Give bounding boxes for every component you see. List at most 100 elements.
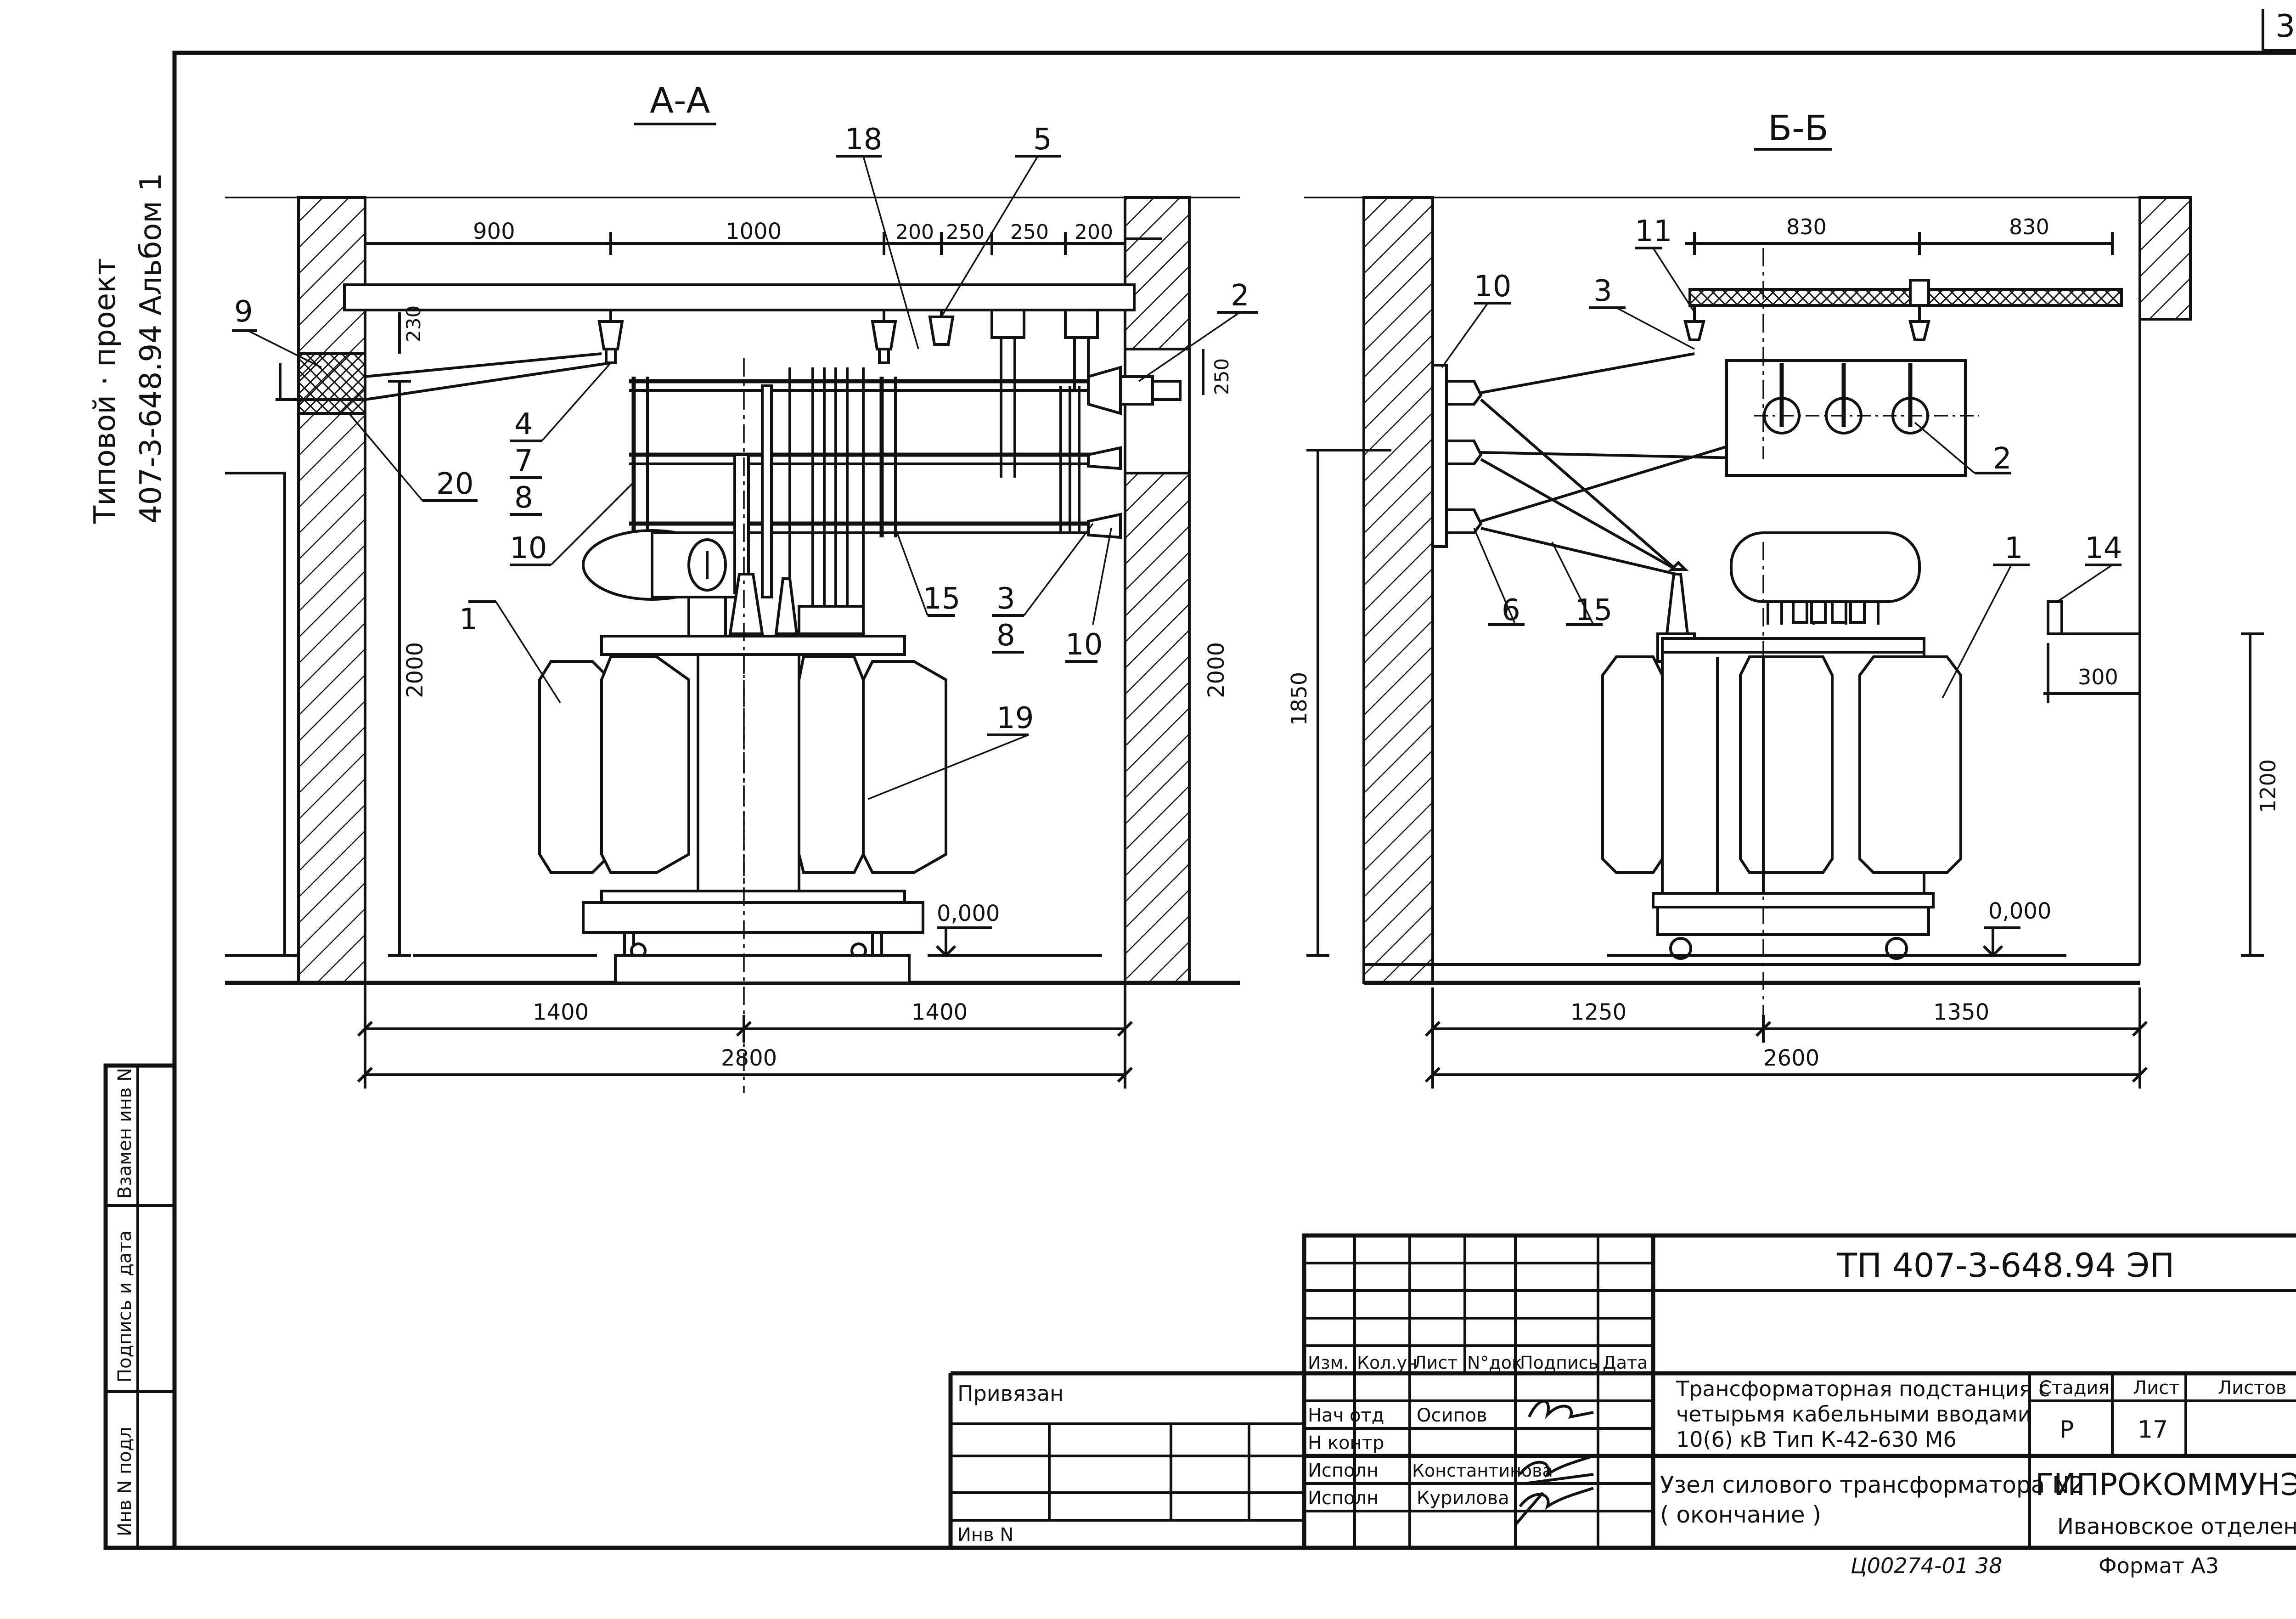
dim-top-900: 900 <box>473 219 515 244</box>
org-sub: Ивановское отделение <box>2057 1514 2296 1540</box>
name-1: Осипов <box>1417 1405 1487 1426</box>
right-wall-b <box>2138 196 2192 321</box>
side-stamp <box>103 1063 177 1550</box>
callout-2: 2 <box>1231 279 1249 313</box>
switch-units <box>1754 363 1979 434</box>
dim-top-1000: 1000 <box>726 219 782 244</box>
callout-b-11: 11 <box>1635 214 1672 248</box>
project-side-note: Типовой · проект 407-3-648.94 Альбом 1 <box>88 173 168 524</box>
dim-230: 230 <box>402 305 425 342</box>
org-name: ГИПРОКОММУНЭНЕРГО <box>2035 1467 2296 1502</box>
dim-top-200a: 200 <box>895 220 934 244</box>
name-4: Курилова <box>1417 1488 1509 1509</box>
stage-value: Р <box>2060 1416 2074 1444</box>
dim-bottom-1250: 1250 <box>1570 999 1626 1025</box>
view-b-b: Б-Б <box>1287 107 2280 1089</box>
callout-b-10: 10 <box>1474 270 1511 304</box>
footer-code: Ц00274-01 38 <box>1851 1553 2002 1578</box>
level-mark-right: 0,000 <box>1988 898 2051 924</box>
privyazan-label: Привязан <box>957 1381 1064 1406</box>
project-title-2: четырьмя кабельными вводами <box>1676 1402 2032 1427</box>
dim-top-250b: 250 <box>1010 220 1049 244</box>
top-beam <box>343 283 1136 311</box>
sheets-label: Листов <box>2218 1377 2286 1399</box>
hdr-izm: Изм. <box>1308 1353 1349 1373</box>
role-1: Нач отд <box>1308 1405 1384 1426</box>
callout-3: 3 <box>996 582 1015 616</box>
stamp-vzamen-inv: Взамен инв N <box>114 1068 135 1199</box>
callout-b-1: 1 <box>2004 531 2023 565</box>
transformer-a-a <box>538 384 947 984</box>
project-title-3: 10(6) кВ Тип К-42-630 М6 <box>1676 1427 1957 1452</box>
dim-250: 250 <box>1210 358 1233 395</box>
hdr-list: Лист <box>1413 1353 1458 1373</box>
callout-18: 18 <box>845 123 882 157</box>
callouts-a-a <box>232 155 1258 800</box>
callout-15: 15 <box>923 582 960 616</box>
stamp-podpis-data: Подпись и дата <box>114 1230 135 1382</box>
dim-bottom-1350: 1350 <box>1933 999 1989 1025</box>
side-note-line2: 407-3-648.94 Альбом 1 <box>134 173 168 524</box>
sheet-title-1: Узел силового трансформатора N2 <box>1660 1472 2084 1498</box>
sheet-title-2: ( окончание ) <box>1660 1501 1821 1528</box>
dim-top-250a: 250 <box>946 220 985 244</box>
dim-830b: 830 <box>2009 214 2049 239</box>
dim-830a: 830 <box>1786 214 1827 239</box>
cables <box>788 367 865 606</box>
wall-bushings <box>1087 366 1182 539</box>
left-wall-b <box>1362 196 1434 984</box>
callout-10: 10 <box>510 531 547 565</box>
hdr-kol: Кол.уч <box>1357 1353 1418 1373</box>
busbar-frame <box>629 331 1102 537</box>
dim-2000-left: 2000 <box>402 642 428 698</box>
role-4: Исполн <box>1308 1488 1379 1509</box>
dim-1200: 1200 <box>2256 759 2280 813</box>
sheet-frame <box>172 9 2296 1550</box>
right-wall <box>1124 196 1191 984</box>
hdr-podpis: Подпись <box>1520 1353 1598 1373</box>
callout-4: 4 <box>514 407 533 441</box>
dim-bottom-1400a: 1400 <box>533 999 589 1025</box>
sheet-label: Лист <box>2133 1377 2179 1399</box>
stage-label: Стадия <box>2039 1377 2109 1399</box>
page-number: 37 <box>2275 8 2296 45</box>
callout-8b: 8 <box>996 619 1015 653</box>
callout-8: 8 <box>514 481 533 515</box>
signatures <box>1514 1399 1594 1526</box>
callout-9: 9 <box>234 295 253 329</box>
side-note-line1: Типовой · проект <box>88 258 122 524</box>
role-3: Исполн <box>1308 1460 1379 1481</box>
dim-top-200b: 200 <box>1075 220 1113 244</box>
sheet-value: 17 <box>2138 1416 2168 1444</box>
callout-1: 1 <box>459 603 478 637</box>
callout-b-2: 2 <box>1993 442 2012 476</box>
callouts-b-b <box>1441 247 2122 699</box>
callout-7: 7 <box>514 444 533 478</box>
view-b-b-title: Б-Б <box>1768 107 1829 148</box>
dim-total-2800: 2800 <box>721 1045 777 1071</box>
inv-label: Инв N <box>957 1524 1013 1546</box>
callout-10b: 10 <box>1065 628 1103 662</box>
beam-insulators <box>597 309 1099 390</box>
callout-5: 5 <box>1033 123 1052 157</box>
title-block <box>948 1233 2296 1550</box>
dim-1850: 1850 <box>1287 672 1311 726</box>
doc-code: ТП 407-3-648.94 ЭП <box>1836 1246 2174 1285</box>
transformer-b-b <box>1601 531 1962 960</box>
stamp-inv-podl: Инв N подл <box>114 1427 135 1536</box>
hdr-data: Дата <box>1603 1353 1648 1373</box>
callout-b-14: 14 <box>2085 531 2122 565</box>
dim-300: 300 <box>2078 665 2118 689</box>
callout-20: 20 <box>436 467 473 501</box>
dim-bottom-1400b: 1400 <box>912 999 968 1025</box>
view-a-a-title: А-А <box>650 80 710 121</box>
hdr-dok: N°док <box>1467 1353 1522 1373</box>
callout-b-6: 6 <box>1502 593 1520 627</box>
view-a-a: А-А <box>225 80 1258 1093</box>
format-label: Формат А3 <box>2099 1553 2219 1578</box>
level-mark-left: 0,000 <box>937 901 1000 926</box>
left-wall <box>297 196 366 984</box>
callout-b-15: 15 <box>1575 593 1612 627</box>
project-title-1: Трансформаторная подстанция с <box>1676 1376 2050 1401</box>
